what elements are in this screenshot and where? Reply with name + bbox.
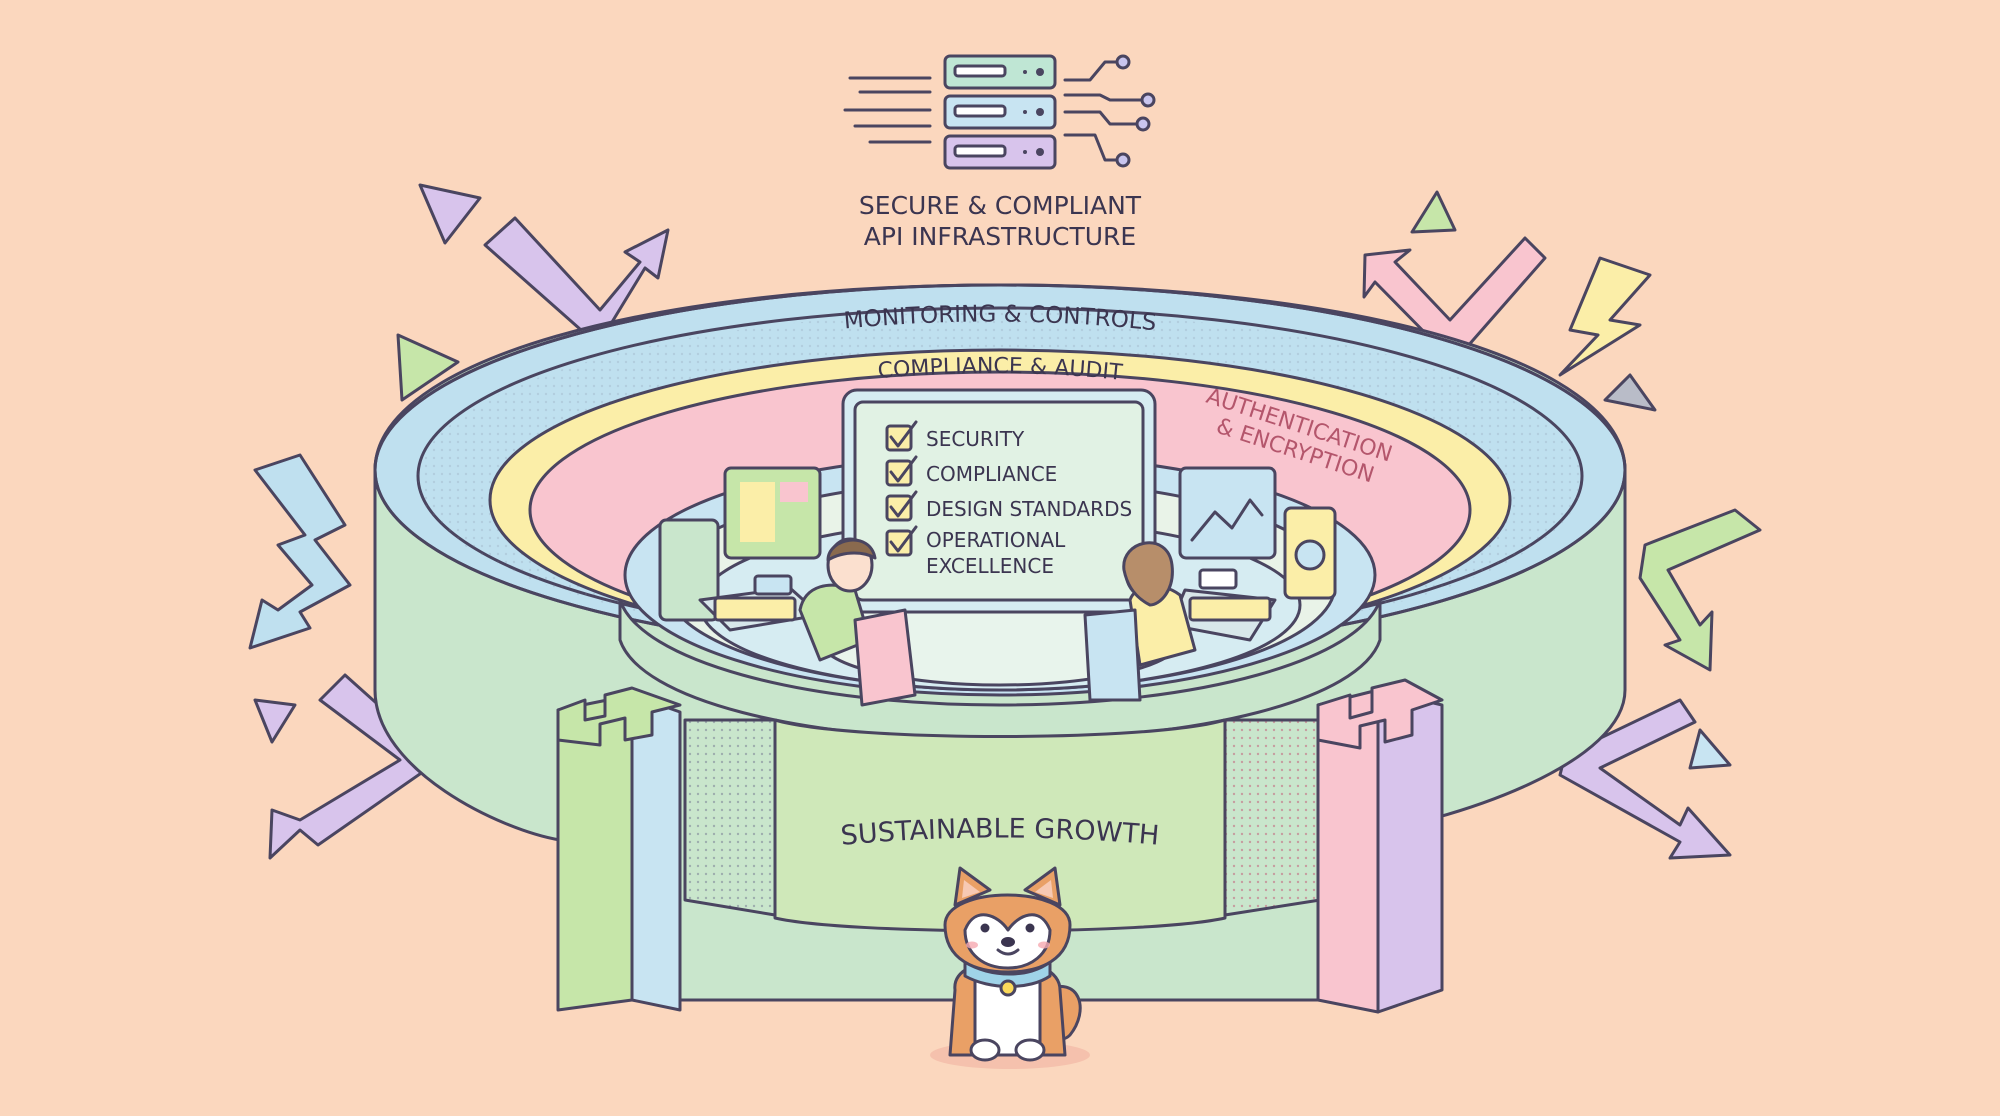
title-line-1: SECURE & COMPLIANT	[859, 191, 1142, 220]
shiba-dog-mascot	[930, 866, 1090, 1069]
operator-left	[698, 537, 917, 707]
checklist-items: SECURITY COMPLIANCE DESIGN STANDARDS OPE…	[885, 420, 1132, 578]
checklist-item-compliance: COMPLIANCE	[926, 462, 1057, 486]
checkbox-icon	[885, 455, 918, 487]
checkbox-icon	[885, 420, 918, 452]
pillar-right	[1316, 678, 1444, 1014]
server-icon	[843, 54, 1156, 170]
checkbox-icon	[885, 525, 918, 557]
pillar-left	[556, 686, 682, 1012]
decorative-arrows	[248, 183, 1762, 860]
checklist-item-operational: OPERATIONAL	[926, 528, 1066, 552]
checkbox-icon	[885, 490, 918, 522]
front-wall	[683, 718, 1322, 933]
checklist-item-security: SECURITY	[926, 427, 1025, 451]
checklist-board	[841, 388, 1157, 614]
operator-right	[1083, 541, 1277, 702]
checklist-item-excellence: EXCELLENCE	[926, 554, 1054, 578]
checklist-item-design-standards: DESIGN STANDARDS	[926, 497, 1132, 521]
side-panels	[658, 466, 1337, 622]
title-line-2: API INFRASTRUCTURE	[864, 222, 1136, 251]
